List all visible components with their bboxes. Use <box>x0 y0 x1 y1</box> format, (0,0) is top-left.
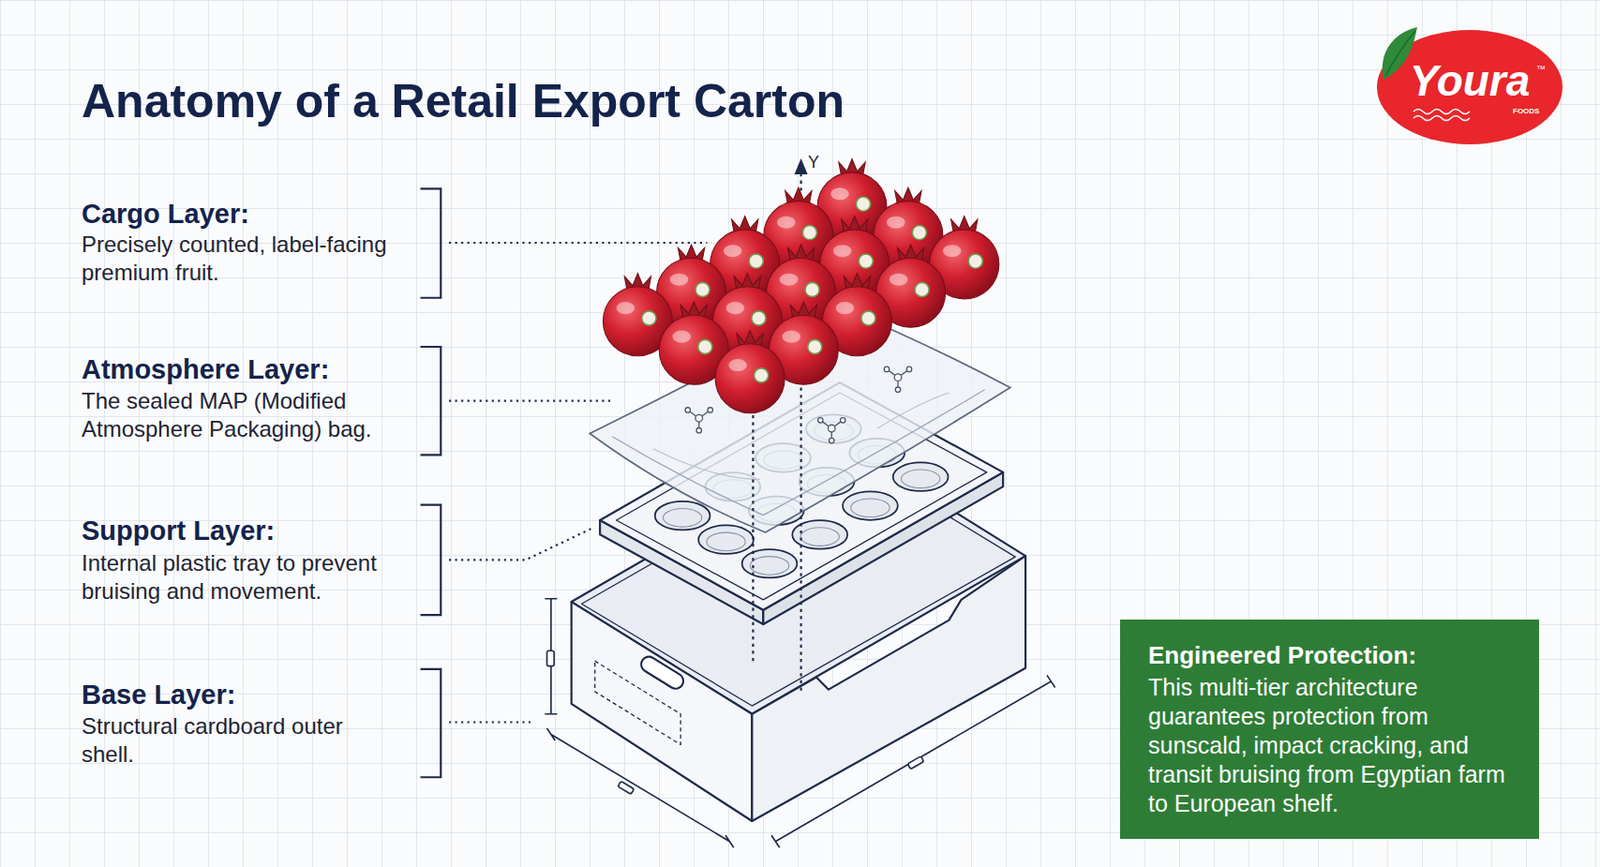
fruit-sticker <box>968 254 983 269</box>
layer-heading: Cargo Layer: <box>81 197 429 231</box>
pomegranate-highlight <box>830 187 850 200</box>
diagram-title: Anatomy of a Retail Export Carton <box>81 74 845 130</box>
brand-subtitle: FOODS <box>1512 107 1540 116</box>
fruit-sticker <box>748 254 763 269</box>
tray-cup <box>655 501 711 530</box>
pomegranate-highlight <box>836 301 855 315</box>
pomegranate-highlight <box>779 273 799 286</box>
pomegranate-highlight <box>616 301 636 315</box>
tray-cup-inner <box>662 508 702 528</box>
tray-cup <box>698 524 754 554</box>
tray-cup-inner <box>749 556 789 576</box>
pomegranate-highlight <box>728 358 748 372</box>
tray-cup <box>742 549 798 578</box>
axis-label: Y <box>807 148 837 177</box>
tray-cup-inner <box>800 527 839 547</box>
info-panel: Engineered Protection:This multi-tier ar… <box>1120 619 1540 839</box>
fruit-sticker <box>861 311 876 326</box>
fruit-sticker <box>805 282 820 297</box>
fruit-sticker <box>807 339 823 354</box>
tray-cup <box>893 462 949 491</box>
dimension-line <box>544 598 1055 849</box>
pomegranate-highlight <box>670 273 689 286</box>
tray-cup-inner <box>706 532 746 552</box>
pomegranate-highlight <box>781 330 801 344</box>
layer-description: The sealed MAP (Modified Atmosphere Pack… <box>81 387 419 444</box>
brand-logo: Youra™ FOODS <box>1375 25 1564 146</box>
trademark: ™ <box>1536 64 1546 75</box>
fruit-sticker <box>802 225 817 240</box>
panel-text: This multi-tier architecture guarantees … <box>1148 672 1513 819</box>
logo-text-layer: Youra™ FOODS <box>1375 25 1564 146</box>
pomegranate-body <box>715 343 785 414</box>
pomegranate <box>715 330 785 414</box>
layer-description: Precisely counted, label-facing premium … <box>81 230 401 287</box>
fruit-sticker <box>754 368 769 383</box>
pomegranate-highlight <box>942 244 962 257</box>
fruit-sticker <box>912 225 927 240</box>
fruit-sticker <box>858 254 873 269</box>
pomegranate-highlight <box>889 273 909 286</box>
tray-cup-inner <box>900 469 940 489</box>
tray-cup-inner <box>851 498 890 518</box>
pomegranate-highlight <box>777 216 796 229</box>
layer-heading: Base Layer: <box>81 678 429 712</box>
panel-heading: Engineered Protection: <box>1148 640 1513 672</box>
fruit-sticker <box>642 311 657 326</box>
layer-heading: Atmosphere Layer: <box>81 353 429 387</box>
brand-name: Youra <box>1375 59 1564 103</box>
fruit-sticker <box>698 339 713 354</box>
fruit-sticker <box>914 282 929 297</box>
pomegranates <box>602 159 999 414</box>
logo-wave <box>1413 109 1470 121</box>
bracket <box>420 188 442 778</box>
fruit-sticker <box>695 282 710 297</box>
layer-description: Structural cardboard outer shell. <box>81 712 354 769</box>
layer-heading: Support Layer: <box>81 514 429 548</box>
info-panel-body: Engineered Protection:This multi-tier ar… <box>1148 640 1513 819</box>
tray-cup <box>842 491 898 520</box>
fruit-sticker <box>751 311 766 326</box>
pomegranate-highlight <box>723 244 743 257</box>
pomegranate-highlight <box>672 330 691 344</box>
pomegranate-highlight <box>726 301 746 315</box>
fruit-sticker <box>855 196 870 211</box>
pomegranate-highlight <box>886 216 906 229</box>
layer-description: Internal plastic tray to prevent bruisin… <box>81 549 434 606</box>
pomegranate-highlight <box>833 244 853 257</box>
